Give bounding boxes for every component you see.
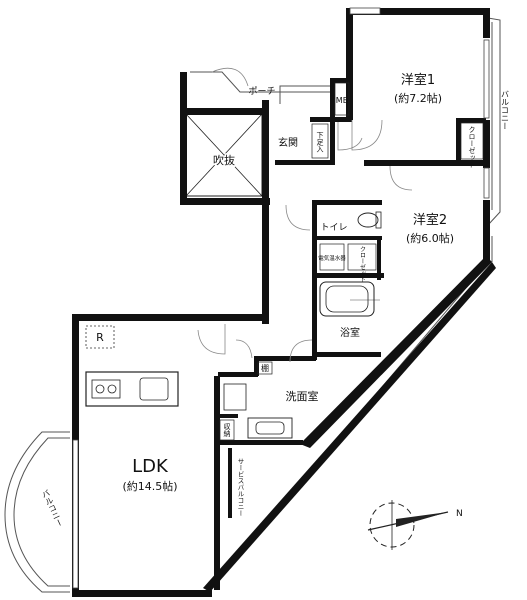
porch-label: ポーチ bbox=[248, 86, 275, 97]
mb-box bbox=[334, 82, 350, 116]
west-balcony-outline bbox=[4, 431, 79, 593]
porch-outline bbox=[190, 67, 330, 104]
atrium-label: 吹抜 bbox=[213, 153, 235, 167]
shelf-box bbox=[257, 361, 273, 375]
entrance-label: 玄関 bbox=[278, 136, 298, 149]
refrigerator-label: R bbox=[96, 331, 104, 344]
kitchen-counter bbox=[85, 371, 179, 407]
western-room-1-area: (約7.2帖) bbox=[394, 91, 442, 105]
shelf-label: 棚 bbox=[261, 363, 269, 373]
washbasin bbox=[247, 417, 293, 439]
storage-label: 収納 bbox=[223, 423, 231, 438]
closet-1-label: クローゼット bbox=[468, 126, 476, 168]
closet-2-box bbox=[347, 243, 377, 271]
shoe-box bbox=[311, 123, 329, 159]
shoe-box-label: 下足入 bbox=[316, 132, 324, 153]
ldk-area: (約14.5帖) bbox=[122, 479, 177, 493]
bathtub bbox=[319, 281, 375, 317]
closet-2-label: クローゼット bbox=[359, 246, 366, 282]
water-heater-closet bbox=[319, 243, 345, 271]
compass-rose bbox=[367, 500, 449, 550]
bathroom-label: 浴室 bbox=[340, 326, 360, 339]
east-balcony-outline bbox=[487, 17, 501, 226]
ldk-name: LDK bbox=[132, 456, 169, 477]
storage-box bbox=[219, 419, 235, 441]
west-balcony-label: バルコニー bbox=[40, 488, 65, 528]
closet-1-box bbox=[460, 122, 484, 160]
east-balcony-label: バルコニー bbox=[501, 90, 510, 130]
washroom-label: 洗面室 bbox=[286, 389, 319, 403]
compass-north-label: N bbox=[456, 509, 463, 519]
walls bbox=[72, 8, 496, 597]
water-heater-label: 電気温水器 bbox=[318, 254, 346, 262]
toilet-label: トイレ bbox=[320, 223, 347, 233]
western-room-2-area: (約6.0帖) bbox=[406, 231, 454, 245]
toilet-fixture bbox=[357, 211, 382, 229]
western-room-1-name: 洋室1 bbox=[401, 72, 435, 88]
mb-label: MB bbox=[336, 96, 348, 105]
western-room-2-name: 洋室2 bbox=[413, 212, 447, 228]
doors bbox=[197, 119, 413, 363]
refrigerator-space bbox=[85, 325, 115, 349]
service-balcony-label: サービスバルコニー bbox=[236, 458, 244, 517]
windows bbox=[72, 7, 490, 589]
washing-machine bbox=[223, 383, 247, 411]
